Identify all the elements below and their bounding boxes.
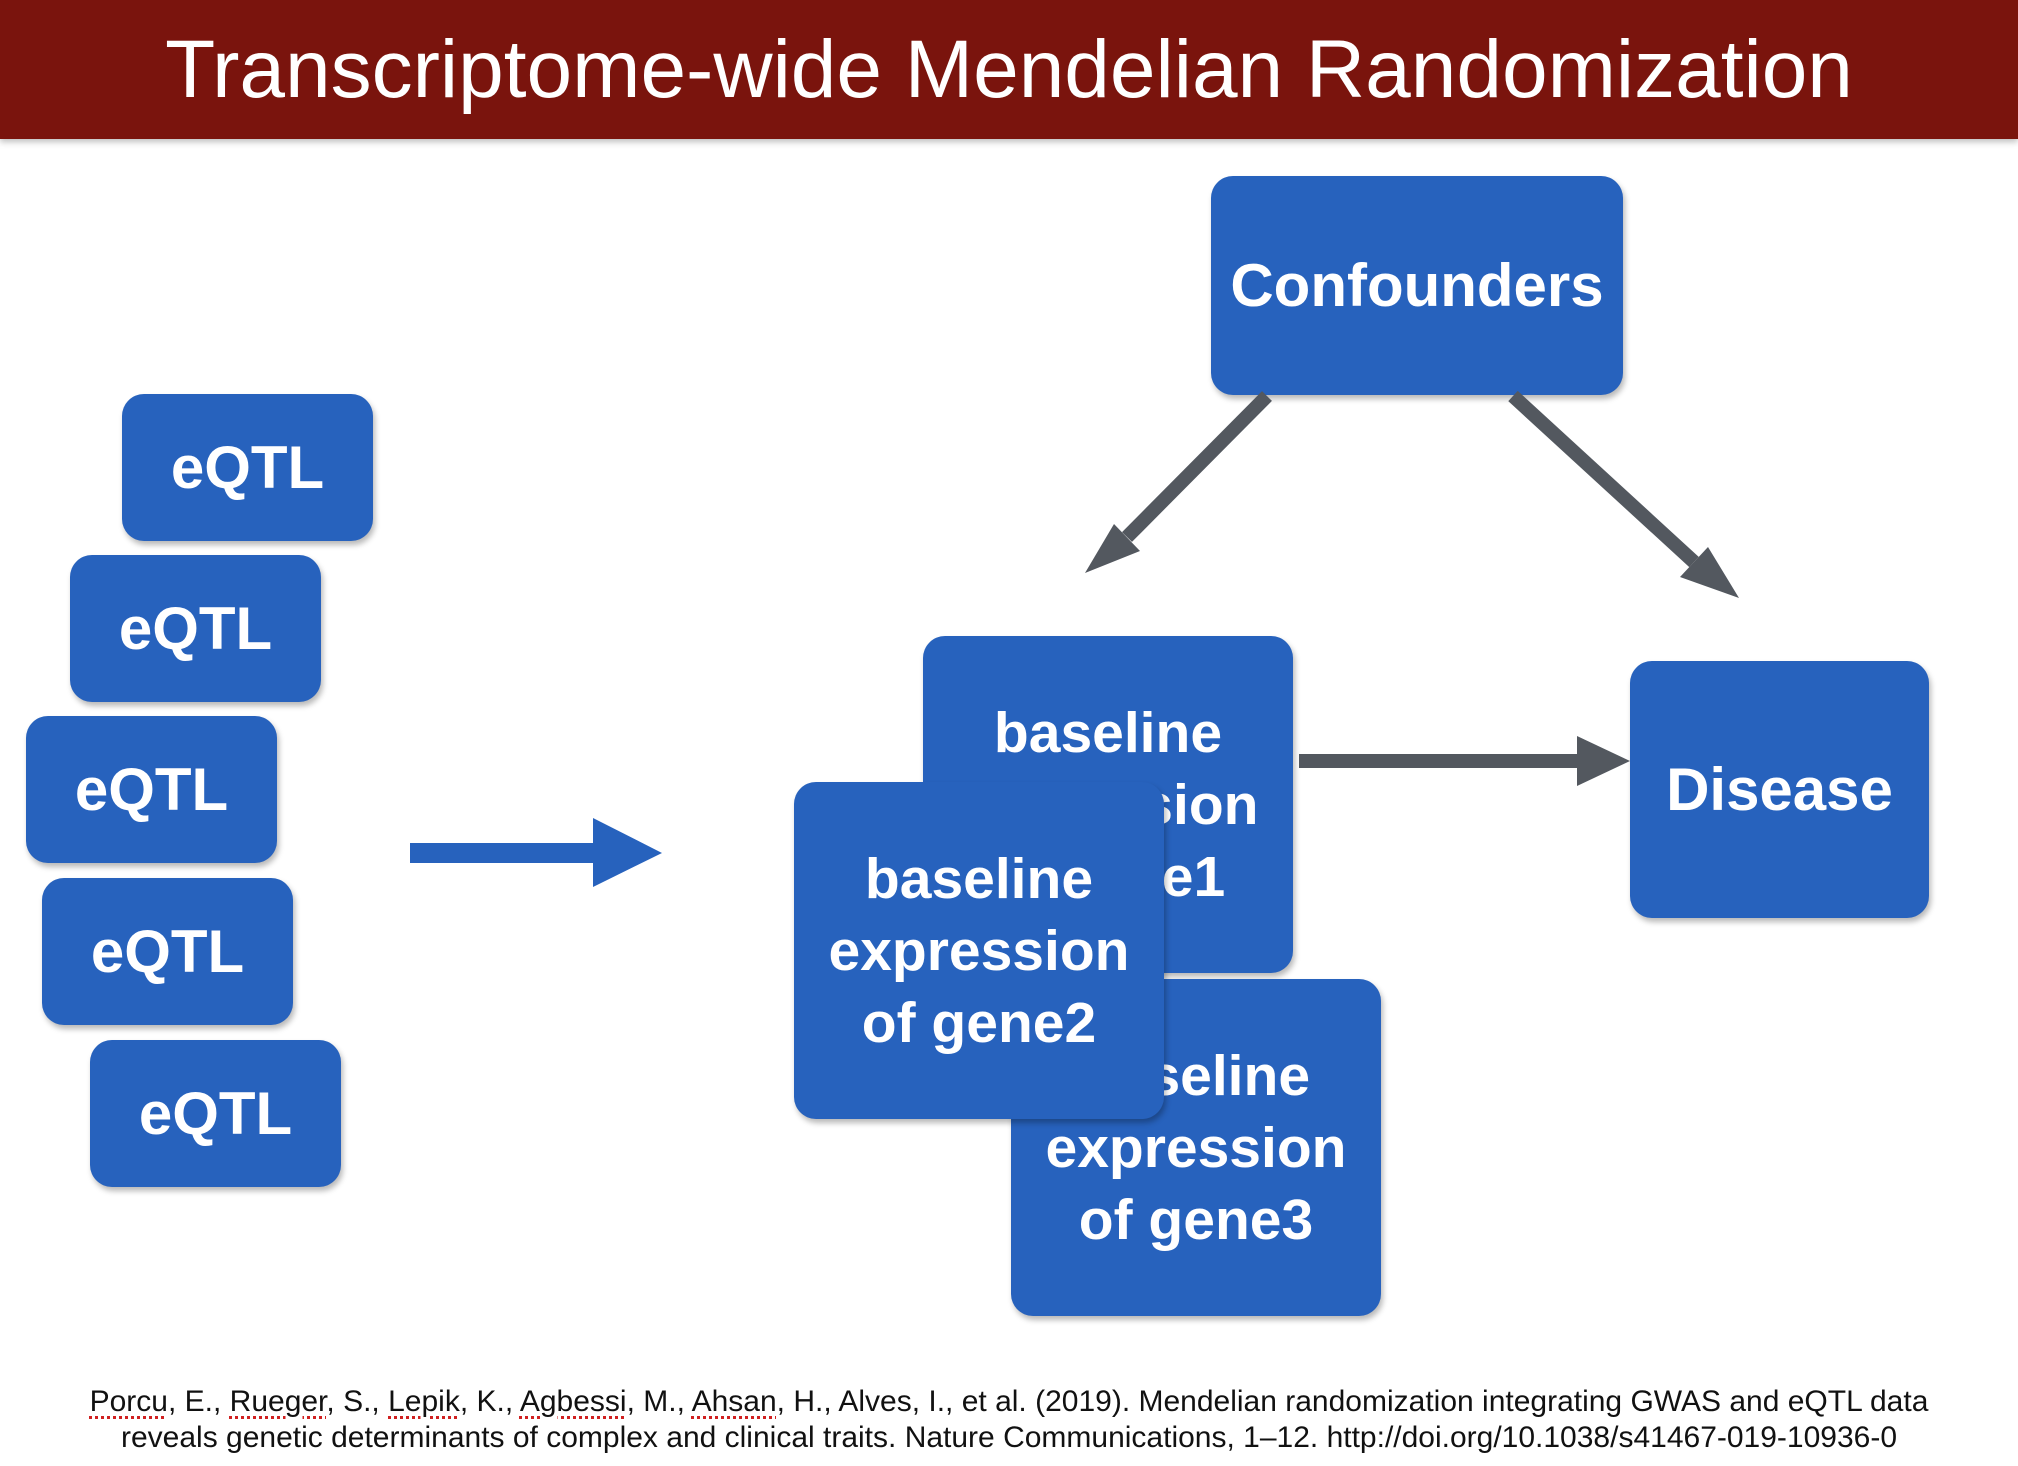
confounders-label: Confounders bbox=[1230, 252, 1604, 319]
citation-line-2: reveals genetic determinants of complex … bbox=[120, 1421, 1898, 1454]
eqtl-box-3: eQTL bbox=[26, 716, 277, 863]
citation-line-1: Porcu, E., Rueger, S., Lepik, K., Agbess… bbox=[0, 1384, 2018, 1420]
confounders-box: Confounders bbox=[1211, 176, 1623, 395]
disease-label: Disease bbox=[1666, 756, 1893, 823]
citation: Porcu, E., Rueger, S., Lepik, K., Agbess… bbox=[0, 1384, 2018, 1456]
disease-box: Disease bbox=[1630, 661, 1929, 918]
gene-to-disease-arrow bbox=[1299, 736, 1630, 786]
eqtl-label: eQTL bbox=[90, 918, 245, 985]
gene2-box: baseline expression of gene2 bbox=[794, 782, 1164, 1119]
eqtl-label: eQTL bbox=[138, 1080, 293, 1147]
title-bar bbox=[0, 0, 2018, 139]
eqtl-box-4: eQTL bbox=[42, 878, 293, 1025]
eqtl-label: eQTL bbox=[170, 434, 325, 501]
citation-text: , M., bbox=[626, 1385, 692, 1418]
eqtl-box-1: eQTL bbox=[122, 394, 373, 541]
citation-author: Agbessi bbox=[519, 1385, 627, 1418]
citation-text: , H., Alves, I., et al. (2019). Mendelia… bbox=[776, 1385, 1929, 1418]
eqtl-box-5: eQTL bbox=[90, 1040, 341, 1187]
gene2-label: baseline expression of gene2 bbox=[828, 846, 1130, 1055]
citation-author: Lepik bbox=[388, 1385, 460, 1418]
confounders-to-disease-arrow bbox=[1508, 390, 1739, 598]
confounders-to-gene-arrow bbox=[1085, 391, 1272, 573]
citation-author: Ahsan bbox=[691, 1385, 777, 1418]
eqtl-to-gene-arrow bbox=[410, 818, 662, 887]
citation-text: , S., bbox=[326, 1385, 389, 1418]
citation-author: Rueger bbox=[229, 1385, 327, 1418]
citation-text: , K., bbox=[459, 1385, 520, 1418]
slide-title: Transcriptome-wide Mendelian Randomizati… bbox=[165, 24, 1853, 115]
eqtl-box-2: eQTL bbox=[70, 555, 321, 702]
citation-author: Porcu bbox=[89, 1385, 168, 1418]
citation-text: , E., bbox=[167, 1385, 230, 1418]
eqtl-label: eQTL bbox=[74, 756, 229, 823]
eqtl-label: eQTL bbox=[118, 595, 273, 662]
